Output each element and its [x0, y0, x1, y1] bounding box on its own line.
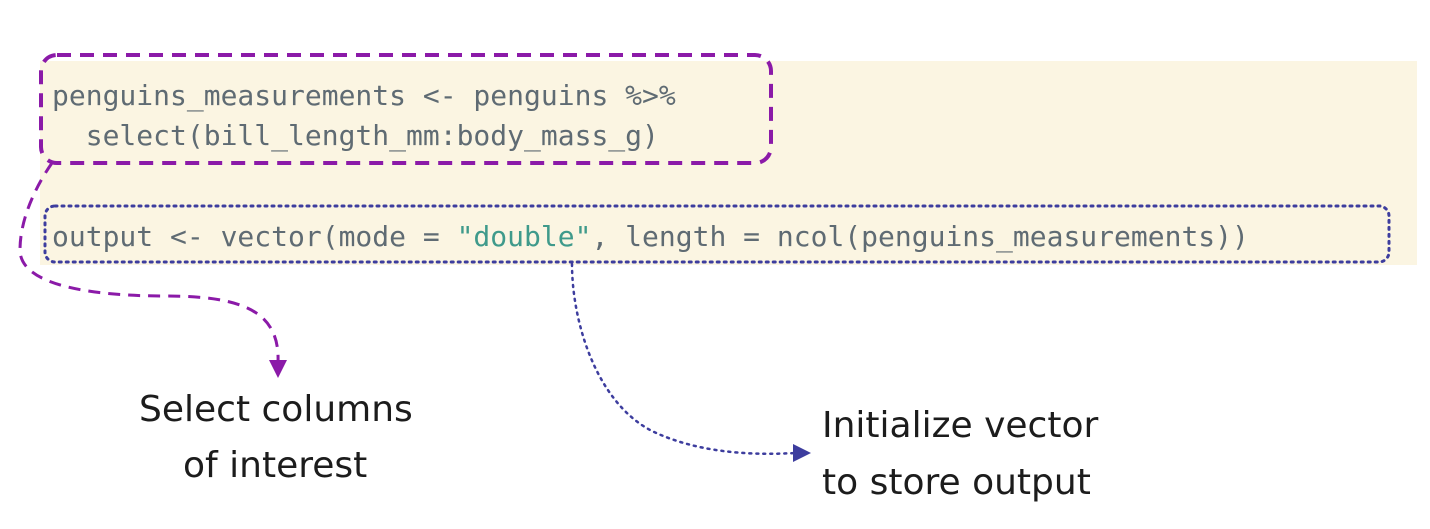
- code-output-assignment: output <- vector(mode =: [52, 220, 457, 253]
- code-line-select: select(bill_length_mm:body_mass_g): [52, 119, 659, 152]
- code-line-pipe: penguins_measurements <- penguins %>%: [52, 79, 676, 112]
- select-connector-line: [18, 162, 280, 363]
- code-output-length: , length = ncol(penguins_measurements)): [591, 220, 1249, 253]
- initialize-label-line1: Initialize vector: [822, 405, 1099, 446]
- select-highlight-box: [39, 53, 773, 165]
- code-string-literal: "double": [456, 220, 592, 253]
- initialize-arrowhead: [793, 444, 811, 462]
- code-line-output: output <- vector(mode = "double", length…: [52, 217, 1249, 257]
- select-label-line2: of interest: [183, 445, 368, 486]
- select-label-line1: Select columns: [139, 389, 413, 430]
- initialize-highlight-box: [43, 204, 1391, 264]
- initialize-label-line2: to store output: [822, 462, 1091, 503]
- initialize-connector-line: [570, 262, 797, 456]
- select-arrowhead: [269, 360, 287, 378]
- code-block: [40, 61, 1417, 265]
